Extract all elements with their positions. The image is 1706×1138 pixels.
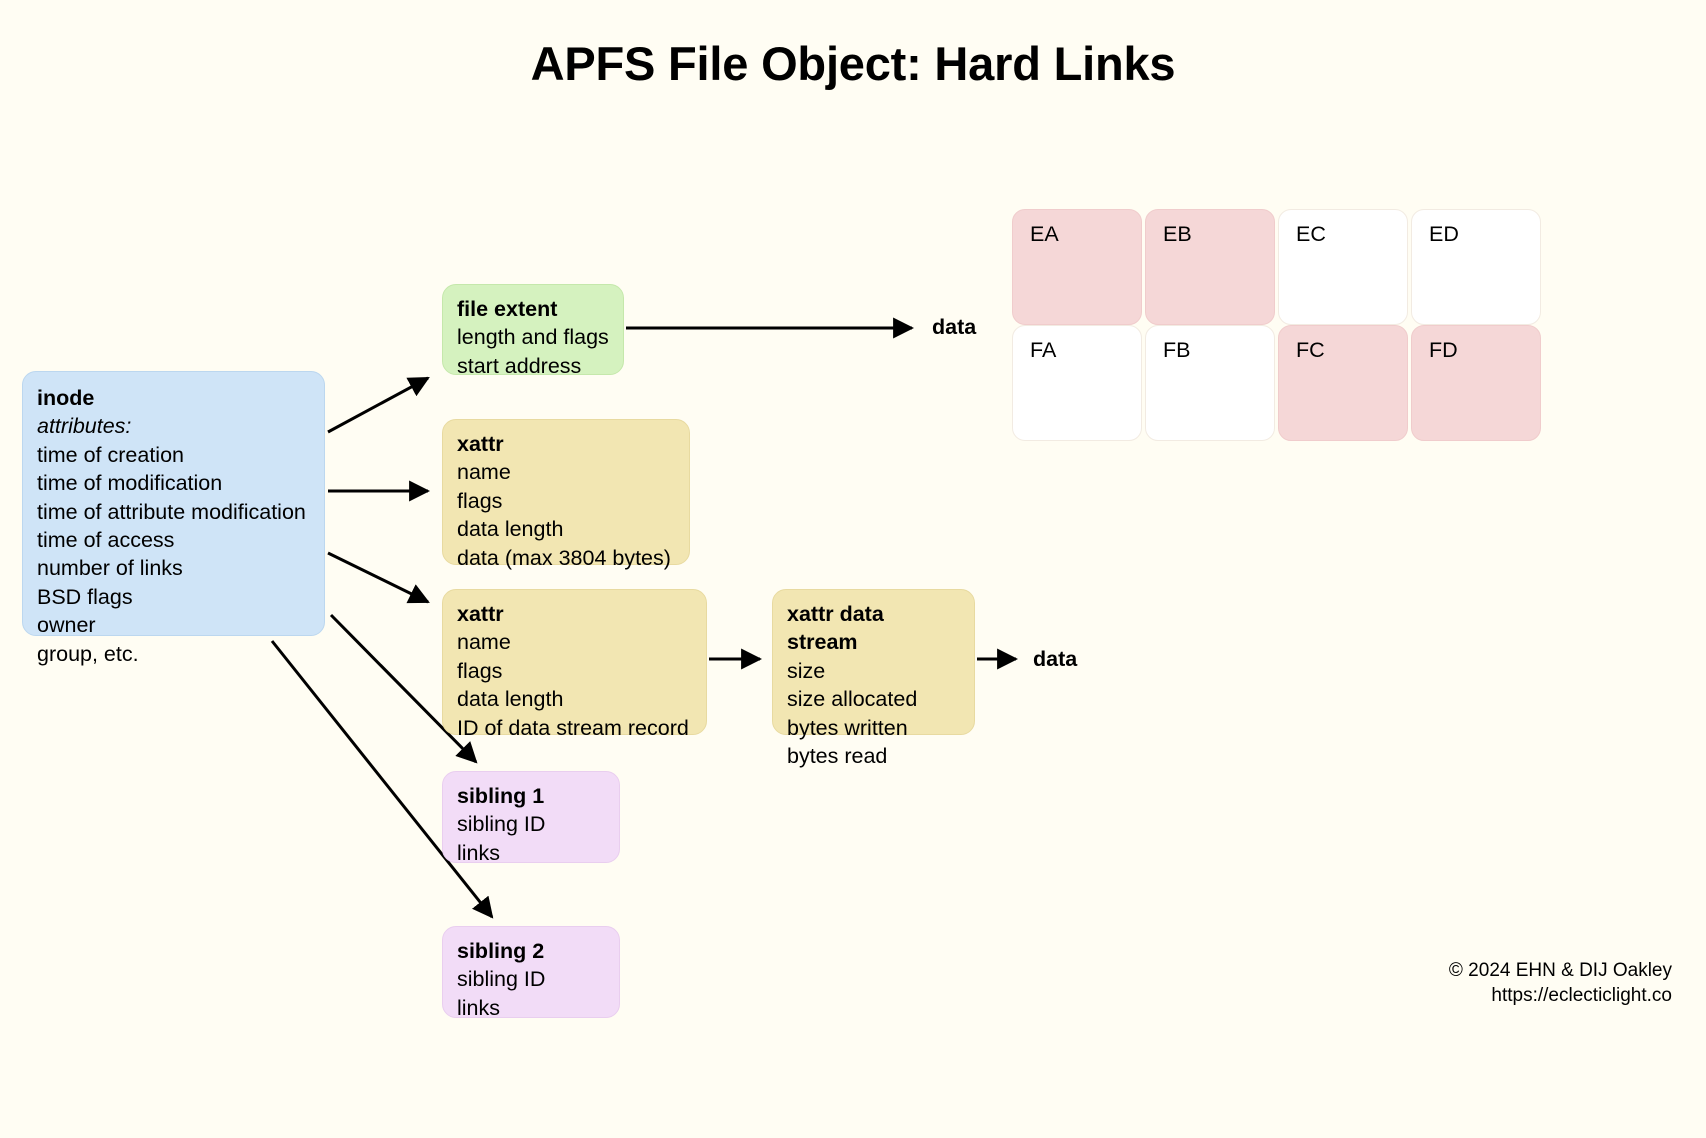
page-title: APFS File Object: Hard Links	[530, 37, 1176, 90]
node-inode-line: time of modification	[37, 471, 223, 496]
footer-url[interactable]: https://eclecticlight.co	[1491, 985, 1672, 1006]
node-inode-line: time of attribute modification	[37, 499, 306, 524]
node-xattr-stream-ref-line: flags	[457, 658, 503, 683]
node-xattr-inline-line: name	[457, 460, 511, 485]
block-fa[interactable]: FA	[1012, 325, 1142, 441]
node-file-extent-line: start address	[457, 353, 582, 378]
node-xattr-inline-line: data (max 3804 bytes)	[457, 545, 671, 570]
node-xattr-data-stream-line: size	[787, 658, 826, 683]
node-inode-line: BSD flags	[37, 584, 133, 609]
block-ed[interactable]: ED	[1411, 209, 1541, 325]
block-fb[interactable]: FB	[1145, 325, 1275, 441]
node-inode-line: time of creation	[37, 442, 184, 467]
arrow-inode-to-xattr-stream-ref	[327, 551, 430, 604]
block-fd[interactable]: FD	[1411, 325, 1541, 441]
block-grid: EA EB EC ED FA FB FC FD	[1012, 209, 1542, 441]
block-fc[interactable]: FC	[1278, 325, 1408, 441]
node-inode-line: time of access	[37, 528, 175, 553]
node-sibling-1-header: sibling 1	[457, 784, 545, 808]
node-sibling-1[interactable]: sibling 1 sibling ID links	[442, 771, 620, 865]
node-sibling-1-line: links	[457, 840, 501, 865]
node-xattr-stream-ref-header: xattr	[457, 602, 504, 626]
node-inode-line: number of links	[37, 556, 183, 581]
node-xattr-inline[interactable]: xattr name flags data length data (max 3…	[442, 419, 690, 570]
label-data-from-data-stream: data	[1033, 647, 1078, 671]
node-sibling-2[interactable]: sibling 2 sibling ID links	[442, 926, 620, 1020]
node-sibling-2-line: sibling ID	[457, 967, 546, 992]
node-file-extent-header: file extent	[457, 297, 558, 321]
node-xattr-data-stream-line: bytes read	[787, 744, 888, 769]
node-xattr-stream-ref-line: ID of data stream record	[457, 715, 689, 740]
node-inode-line: group, etc.	[37, 641, 139, 666]
node-xattr-data-stream-line: bytes written	[787, 715, 908, 740]
node-inode-line: owner	[37, 613, 96, 638]
node-sibling-2-line: links	[457, 995, 501, 1020]
node-xattr-stream-ref[interactable]: xattr name flags data length ID of data …	[442, 589, 707, 740]
node-xattr-stream-ref-line: data length	[457, 687, 564, 712]
node-xattr-inline-line: flags	[457, 488, 503, 513]
footer-copyright: © 2024 EHN & DIJ Oakley	[1448, 960, 1672, 981]
arrow-inode-to-file-extent	[327, 376, 430, 434]
node-xattr-data-stream-header: xattr data stream	[787, 602, 884, 655]
node-file-extent[interactable]: file extent length and flags start addre…	[442, 284, 624, 378]
node-sibling-2-header: sibling 2	[457, 939, 545, 963]
block-eb[interactable]: EB	[1145, 209, 1275, 325]
node-inode-header: inode	[37, 386, 95, 410]
node-xattr-inline-header: xattr	[457, 432, 504, 456]
node-sibling-1-line: sibling ID	[457, 812, 546, 837]
node-xattr-inline-line: data length	[457, 517, 564, 542]
block-ec[interactable]: EC	[1278, 209, 1408, 325]
node-xattr-data-stream-line: size allocated	[787, 687, 918, 712]
node-inode-subheader: attributes:	[37, 414, 132, 439]
node-xattr-data-stream[interactable]: xattr data stream size size allocated by…	[772, 589, 975, 768]
node-file-extent-line: length and flags	[457, 325, 609, 350]
block-ea[interactable]: EA	[1012, 209, 1142, 325]
label-data-from-file-extent: data	[932, 315, 977, 339]
node-xattr-stream-ref-line: name	[457, 630, 511, 655]
node-inode[interactable]: inode attributes: time of creation time …	[22, 371, 325, 666]
